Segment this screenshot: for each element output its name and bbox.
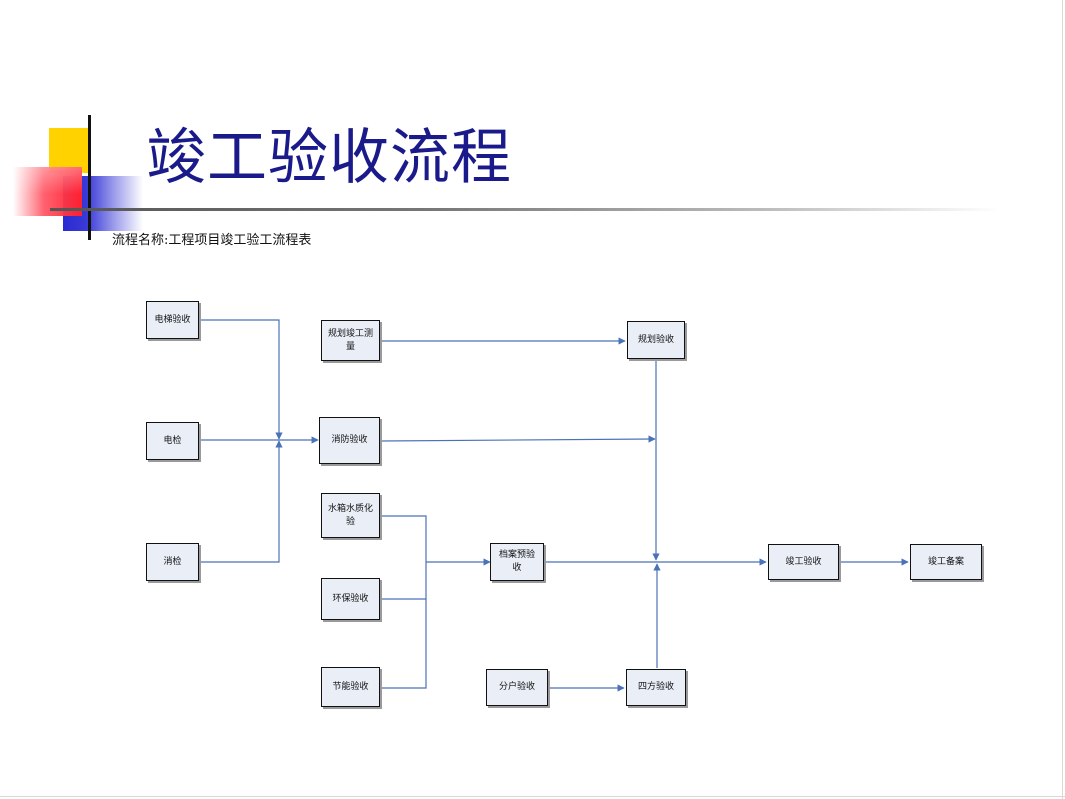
connector-fire-acceptance-to-trunk [379, 435, 656, 443]
slide-edge-right [1062, 0, 1063, 799]
vertical-rule-decoration [88, 115, 91, 240]
node-completion-filing: 竣工备案 [910, 544, 982, 580]
node-energy-acceptance: 节能验收 [321, 667, 380, 707]
slide-title: 竣工验收流程 [146, 123, 512, 193]
node-label: 规划验收 [637, 334, 674, 345]
node-label: 环保验收 [332, 593, 369, 604]
node-completion-acceptance: 竣工验收 [768, 544, 839, 580]
connector-elevator-to-merge [198, 319, 283, 440]
node-label: 消防验收 [331, 435, 368, 445]
node-label: 电梯验收 [154, 314, 191, 325]
node-label: 规划竣工测量 [328, 328, 374, 352]
connector-fire-inspection-to-merge [198, 440, 283, 563]
red-gradient-highlight [13, 167, 82, 216]
node-label: 电检 [163, 435, 182, 446]
node-label: 竣工备案 [927, 556, 964, 567]
node-four-party-acceptance: 四方验收 [626, 669, 686, 706]
node-label: 档案预验收 [498, 550, 535, 573]
node-label: 分户验收 [498, 682, 535, 692]
red-gradient-decoration [13, 167, 82, 216]
connector-energy-to-merge [380, 562, 427, 689]
node-fire-acceptance: 消防验收 [319, 417, 380, 464]
yellow-square-decoration [49, 128, 90, 173]
node-label: 消检 [163, 556, 182, 567]
node-label: 竣工验收 [785, 556, 822, 567]
node-water-test: 水箱水质化验 [321, 493, 380, 538]
node-environmental-acceptance: 环保验收 [321, 578, 380, 620]
node-label: 四方验收 [637, 682, 674, 692]
node-electric-inspection: 电检 [146, 422, 199, 460]
node-fire-inspection: 消检 [146, 543, 199, 581]
node-elevator-acceptance: 电梯验收 [146, 301, 199, 339]
node-archive-pre-acceptance: 档案预验收 [490, 543, 544, 581]
node-planning-survey: 规划竣工测量 [321, 320, 380, 361]
node-planning-acceptance: 规划验收 [627, 321, 685, 359]
node-label: 水箱水质化验 [328, 503, 374, 527]
node-label: 节能验收 [332, 681, 369, 692]
node-household-acceptance: 分户验收 [486, 669, 548, 706]
flow-name-caption: 流程名称:工程项目竣工验工流程表 [112, 233, 312, 248]
connector-water-test-to-merge [380, 515, 427, 562]
slide-edge-bottom [0, 796, 1065, 797]
title-underline-rule [50, 208, 1000, 211]
